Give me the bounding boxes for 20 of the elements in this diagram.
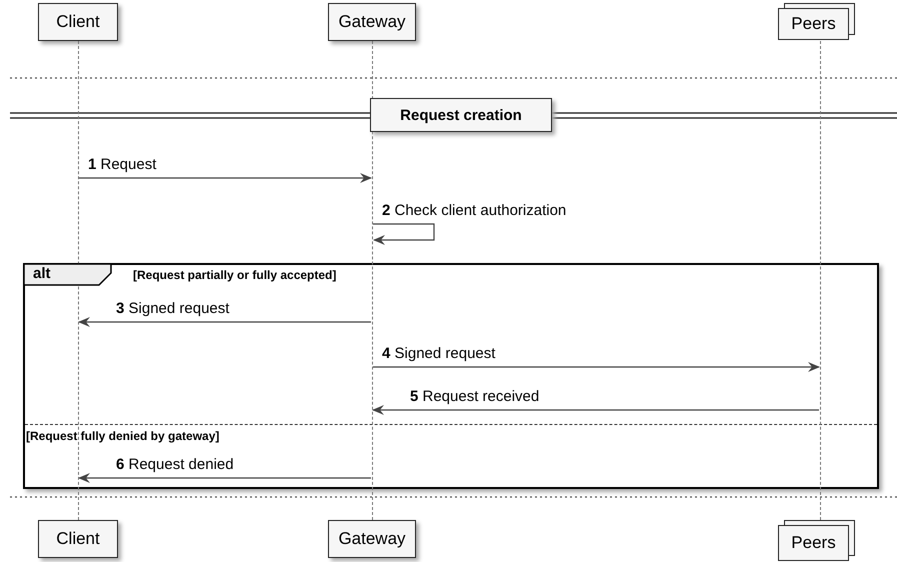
participant-box: Gateway (328, 520, 416, 558)
participant-box: Gateway (328, 3, 416, 41)
participant-box: Client (38, 520, 118, 558)
section-heading: Request creation (370, 98, 552, 132)
message-arrow (372, 405, 819, 415)
message-arrow (78, 473, 371, 483)
message-label: 1 Request (86, 156, 158, 174)
participant-box: Client (38, 3, 118, 41)
message-label: 4 Signed request (380, 345, 498, 363)
self-message-arrow (373, 223, 435, 245)
message-label: 6 Request denied (114, 456, 236, 474)
lifeline (820, 41, 822, 520)
guard-condition: [Request partially or fully accepted] (133, 268, 336, 282)
message-label: 5 Request received (408, 388, 542, 406)
message-arrow (78, 317, 371, 327)
message-arrow (373, 362, 820, 372)
message-arrow (79, 173, 372, 183)
fragment-operator: alt (23, 263, 112, 286)
message-label: 3 Signed request (114, 300, 232, 318)
guard-condition: [Request fully denied by gateway] (26, 429, 220, 443)
